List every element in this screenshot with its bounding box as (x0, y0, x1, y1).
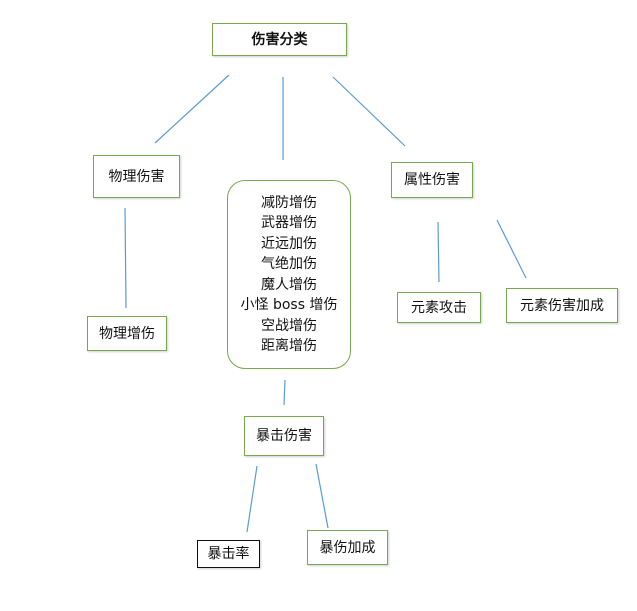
group-item: 魔人增伤 (261, 276, 317, 293)
elemental-bonus-node: 元素伤害加成 (506, 288, 618, 323)
crit-rate-label: 暴击率 (207, 546, 250, 562)
crit-damage-label: 暴击伤害 (256, 428, 312, 444)
physical-boost-node: 物理增伤 (87, 316, 167, 351)
group-item: 气绝加伤 (261, 256, 317, 272)
elemental-damage-node: 属性伤害 (391, 162, 473, 198)
crit-bonus-node: 暴伤加成 (307, 530, 388, 565)
physical-boost-label: 物理增伤 (99, 325, 155, 342)
connector-elemental-bonus (496, 219, 527, 279)
elemental-damage-label: 属性伤害 (404, 172, 460, 188)
group-item: 距离增伤 (261, 338, 317, 354)
group-item: 减防增伤 (261, 194, 317, 211)
group-item: 武器增伤 (261, 215, 317, 231)
elemental-attack-label: 元素攻击 (411, 299, 467, 316)
physical-damage-node: 物理伤害 (93, 155, 180, 198)
group-item: 小怪 boss 增伤 (240, 297, 338, 313)
connector-elemental-attack (437, 221, 440, 283)
group-item: 空战增伤 (261, 317, 317, 334)
connector-root-elemental (332, 76, 406, 147)
crit-bonus-label: 暴伤加成 (319, 539, 376, 556)
root-node: 伤害分类 (212, 23, 347, 56)
crit-rate-node: 暴击率 (197, 540, 260, 568)
connector-physical-child (124, 207, 127, 309)
crit-damage-node: 暴击伤害 (244, 416, 324, 456)
connector-crit-rate (246, 465, 258, 533)
elemental-bonus-label: 元素伤害加成 (520, 297, 604, 314)
group-item: 近远加伤 (261, 235, 317, 252)
root-label: 伤害分类 (251, 31, 308, 48)
physical-damage-label: 物理伤害 (108, 168, 165, 185)
connector-crit-bonus (315, 463, 329, 529)
damage-boost-group: 减防增伤 武器增伤 近远加伤 气绝加伤 魔人增伤 小怪 boss 增伤 空战增伤… (227, 180, 351, 369)
connector-root-physical (154, 74, 230, 144)
connector-center-crit (283, 379, 286, 406)
elemental-attack-node: 元素攻击 (397, 292, 481, 323)
